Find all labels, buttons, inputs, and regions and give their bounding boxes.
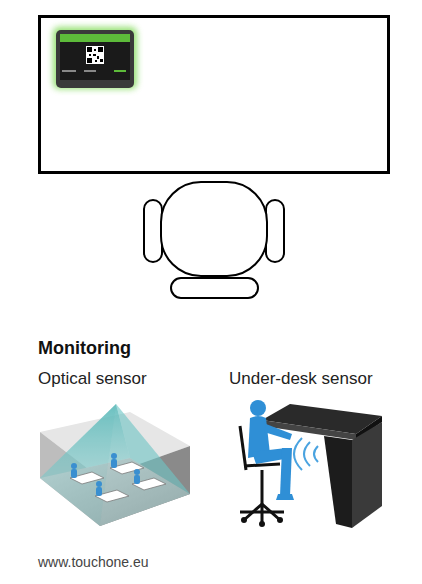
tablet-device bbox=[53, 27, 137, 89]
website-url: www.touchone.eu bbox=[38, 554, 149, 570]
desk-outline bbox=[40, 17, 389, 173]
under-desk-sensor-illustration bbox=[240, 400, 382, 528]
optical-sensor-room bbox=[40, 404, 190, 526]
chair bbox=[144, 182, 284, 298]
sensor-label: Optical sensor bbox=[38, 369, 147, 389]
section-heading: Monitoring bbox=[38, 338, 131, 359]
sensor-label: Under-desk sensor bbox=[229, 369, 373, 389]
